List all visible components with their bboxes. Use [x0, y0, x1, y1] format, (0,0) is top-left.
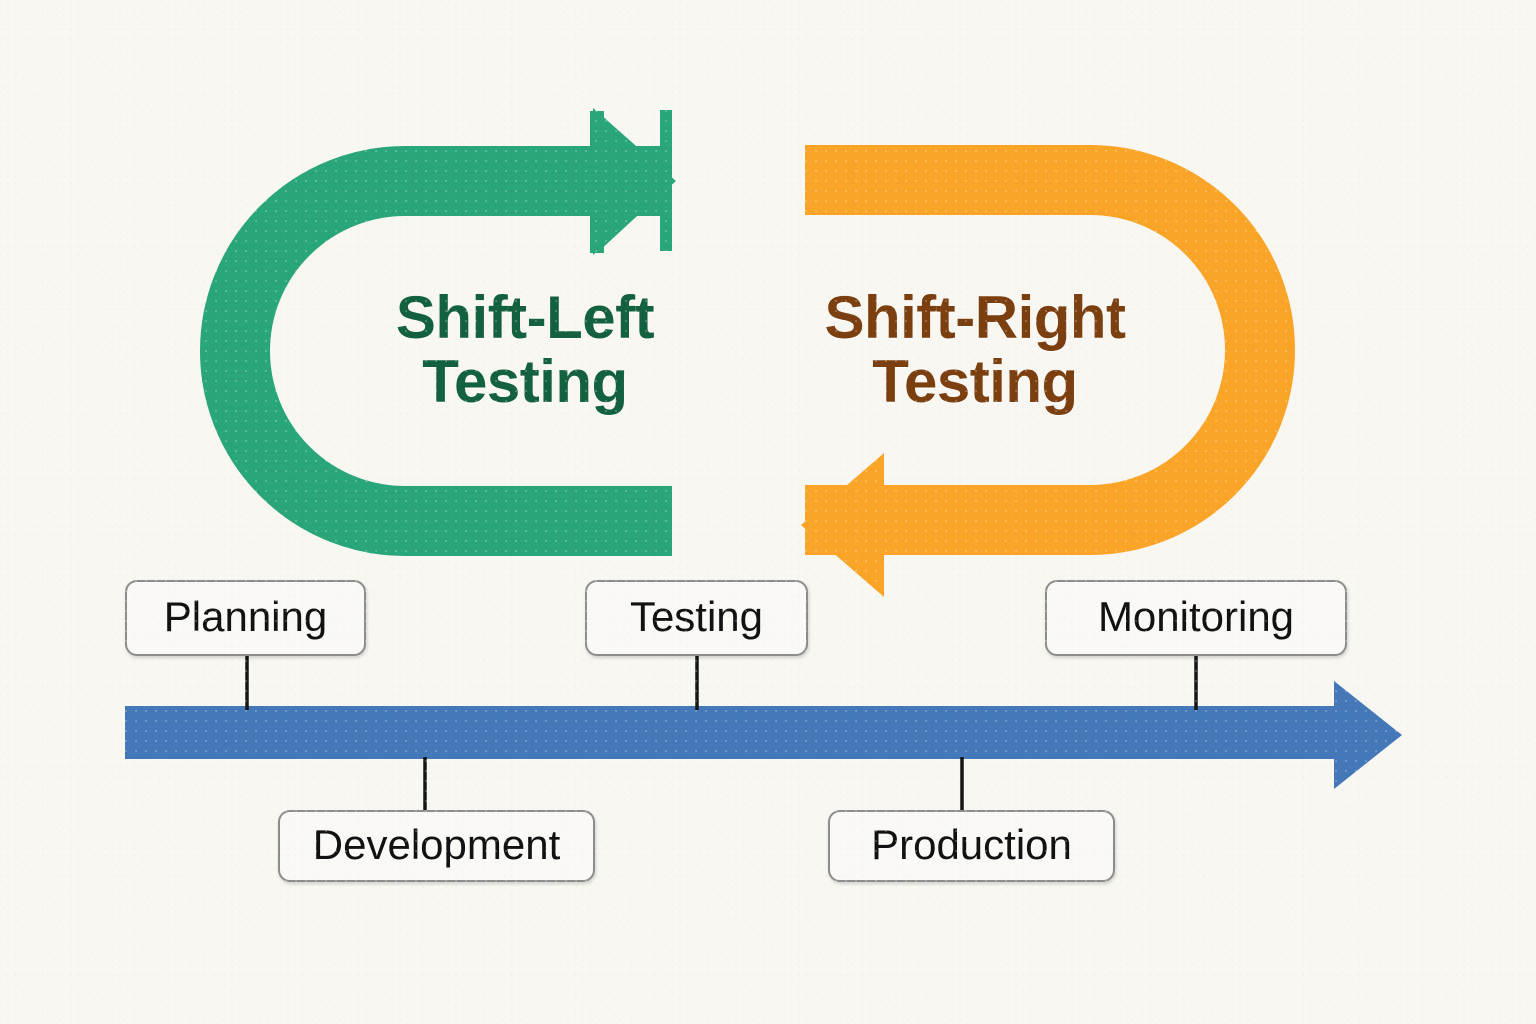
timeline-arrow	[125, 681, 1402, 789]
timeline-arrowhead	[1334, 681, 1402, 789]
stage-box-testing[interactable]: Testing	[585, 580, 808, 656]
shift-right-loop-label: Shift-Right Testing	[824, 284, 1126, 415]
stage-label-planning: Planning	[163, 592, 328, 640]
shift-right-arrow-body	[805, 145, 1295, 555]
shift-left-arrow-body	[200, 146, 672, 556]
shift-left-loop-label: Shift-Left Testing	[395, 284, 655, 415]
stage-label-monitoring: Monitoring	[1097, 592, 1295, 640]
shift-left-arrow-group	[200, 108, 676, 556]
stage-box-development[interactable]: Development	[278, 810, 595, 882]
timeline-shaft	[125, 706, 1336, 759]
stage-box-monitoring[interactable]: Monitoring	[1045, 580, 1347, 656]
stage-label-testing: Testing	[629, 592, 764, 640]
stage-box-planning[interactable]: Planning	[125, 580, 366, 656]
shift-right-head	[801, 453, 884, 597]
stage-label-development: Development	[312, 820, 561, 868]
shift-right-arrow-group	[801, 145, 1295, 597]
stage-box-production[interactable]: Production	[828, 810, 1115, 882]
shift-left-head	[593, 108, 676, 255]
stage-label-production: Production	[871, 820, 1072, 868]
